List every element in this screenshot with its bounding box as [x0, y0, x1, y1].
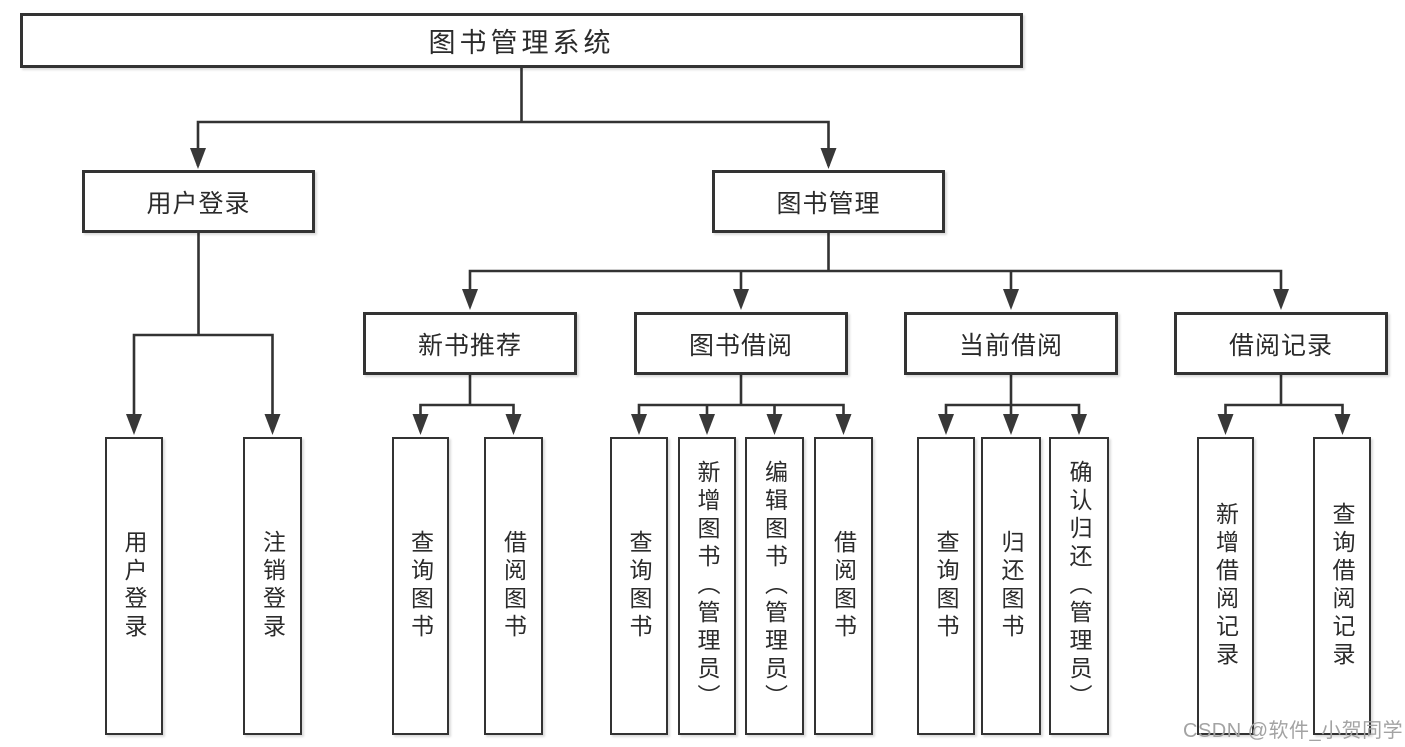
- arrow-down-icon: [1273, 289, 1289, 310]
- leaf-edit-books-admin: 编辑图书（管理员）: [745, 437, 804, 735]
- leaf-logout: 注销登录: [243, 437, 302, 735]
- leaf-user-login: 用户登录: [105, 437, 163, 735]
- csdn-watermark: CSDN @软件_小贺同学: [1183, 720, 1404, 742]
- arrow-down-icon: [264, 414, 281, 435]
- node-user-login: 用户登录: [82, 170, 315, 233]
- arrow-down-icon: [462, 289, 478, 310]
- connector-borrow-record-to-leaves: [1224, 375, 1344, 430]
- arrow-down-icon: [1003, 289, 1019, 310]
- node-borrow-records: 借阅记录: [1174, 312, 1388, 375]
- arrow-down-icon: [190, 148, 206, 169]
- node-new-book-recommend: 新书推荐: [363, 312, 577, 375]
- arrow-down-icon: [938, 414, 954, 435]
- leaf-borrow-query-books: 查询图书: [610, 437, 668, 735]
- node-book-management: 图书管理: [712, 170, 945, 233]
- node-book-borrow: 图书借阅: [634, 312, 848, 375]
- arrow-down-icon: [699, 414, 715, 435]
- leaf-current-query-books: 查询图书: [917, 437, 975, 735]
- arrowheads: [126, 148, 1351, 435]
- leaf-borrow-books: 借阅图书: [814, 437, 873, 735]
- leaf-add-books-admin: 新增图书（管理员）: [678, 437, 736, 735]
- leaf-query-borrow-record: 查询借阅记录: [1313, 437, 1371, 735]
- arrow-down-icon: [1217, 414, 1234, 435]
- arrow-down-icon: [505, 414, 522, 435]
- node-root-system: 图书管理系统: [20, 13, 1023, 68]
- connector-book-mgmt-to-level3: [468, 233, 1283, 306]
- leaf-recommend-borrow-books: 借阅图书: [484, 437, 543, 735]
- leaf-recommend-query-books: 查询图书: [392, 437, 449, 735]
- arrow-down-icon: [631, 414, 647, 435]
- connector-root-to-level2: [196, 68, 830, 166]
- arrow-down-icon: [412, 414, 429, 435]
- arrow-down-icon: [1003, 414, 1019, 435]
- arrow-down-icon: [126, 414, 142, 435]
- node-current-borrow: 当前借阅: [904, 312, 1118, 375]
- connector-user-login-to-leaves: [132, 233, 274, 430]
- connector-new-book-to-leaves: [419, 375, 515, 430]
- arrow-down-icon: [766, 414, 783, 435]
- leaf-confirm-return-admin: 确认归还（管理员）: [1049, 437, 1109, 735]
- arrow-down-icon: [1334, 414, 1351, 435]
- leaf-add-borrow-record: 新增借阅记录: [1197, 437, 1254, 735]
- arrow-down-icon: [835, 414, 852, 435]
- arrow-down-icon: [820, 148, 837, 169]
- arrow-down-icon: [1071, 414, 1087, 435]
- arrow-down-icon: [733, 289, 749, 310]
- leaf-return-books: 归还图书: [981, 437, 1041, 735]
- connector-book-borrow-to-leaves: [637, 375, 845, 430]
